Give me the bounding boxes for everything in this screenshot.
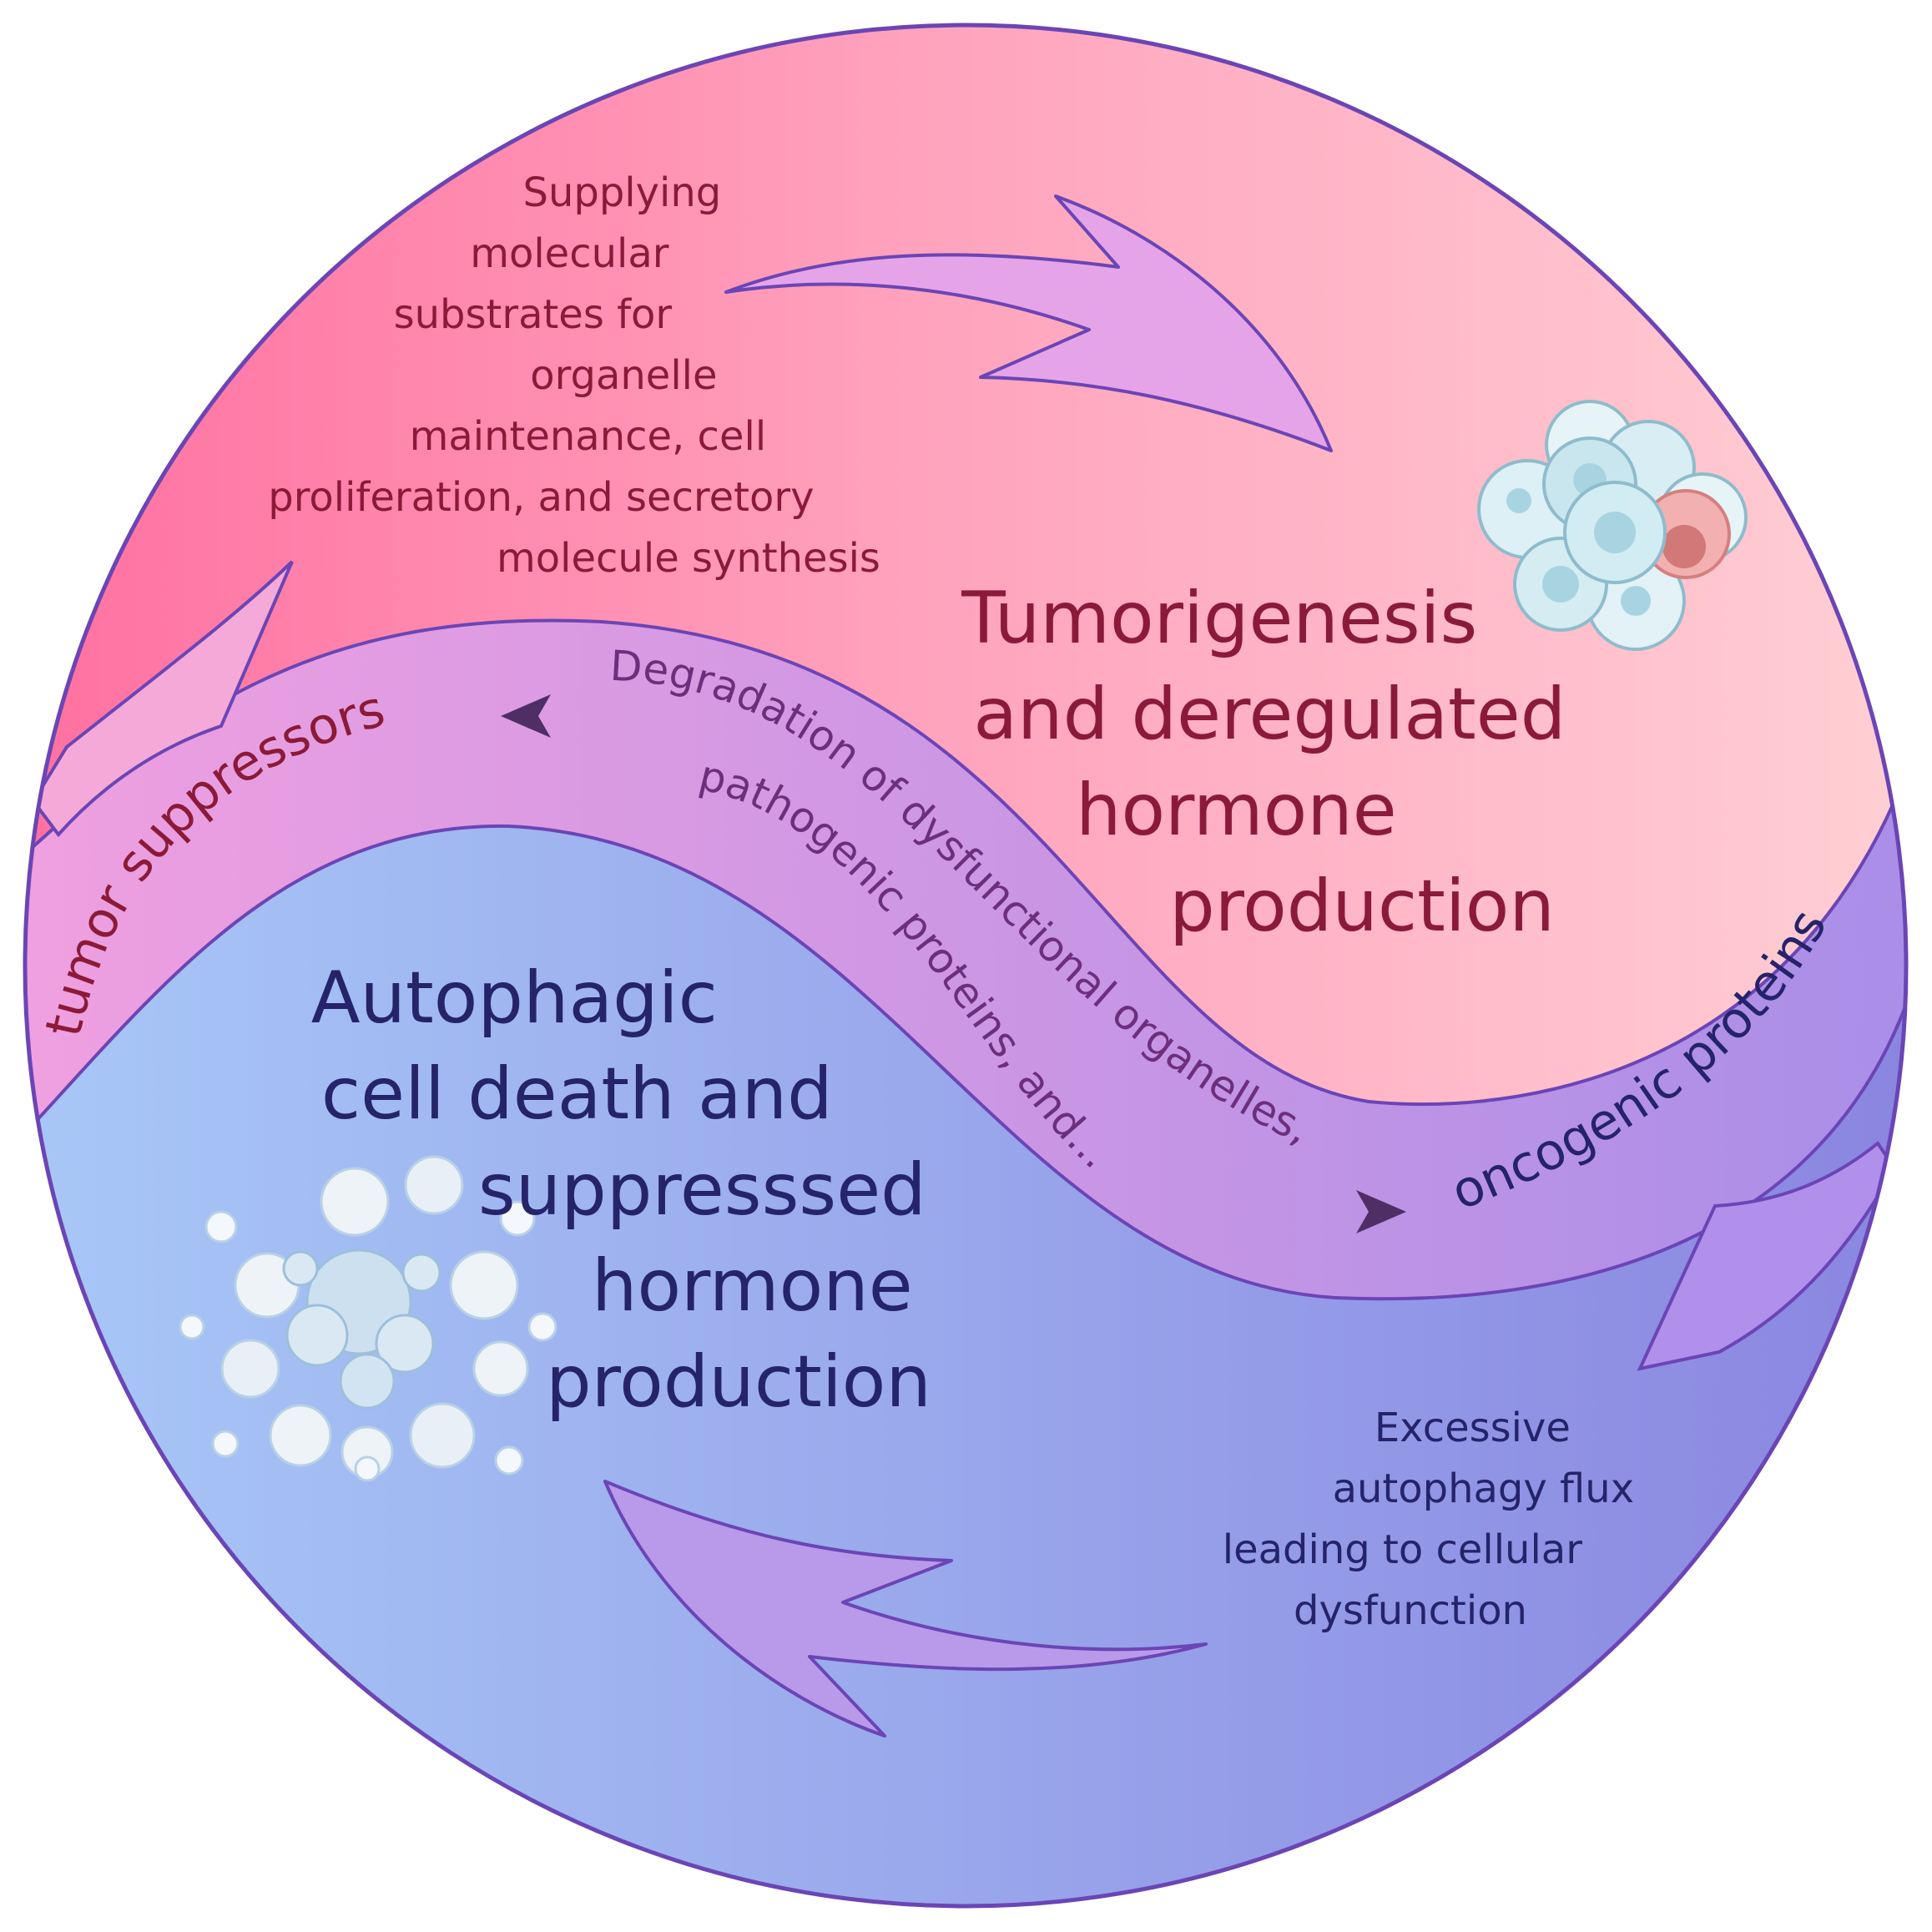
outer-circle — [23, 23, 1909, 1909]
bottom-cycle-arrow — [603, 1480, 1208, 1738]
dying-cell-fragments-icon — [179, 1155, 557, 1482]
top-process-text: Supplying molecular substrates for organ… — [268, 169, 880, 582]
top-region — [25, 25, 1906, 1105]
top-region-title: Tumorigenesis and deregulated hormone pr… — [961, 577, 1588, 948]
central-band — [25, 618, 1906, 1301]
right-direction-arrowhead — [1356, 1190, 1406, 1233]
left-direction-arrowhead — [501, 694, 551, 738]
bottom-region-title: Autophagic cell death and suppresssed ho… — [311, 956, 949, 1424]
tumor-cell-cluster-icon — [1477, 400, 1748, 651]
top-cycle-arrow — [724, 194, 1333, 452]
bottom-process-text: Excessive autophagy flux leading to cell… — [1223, 1405, 1647, 1634]
left-band-arrowhead — [31, 560, 294, 838]
